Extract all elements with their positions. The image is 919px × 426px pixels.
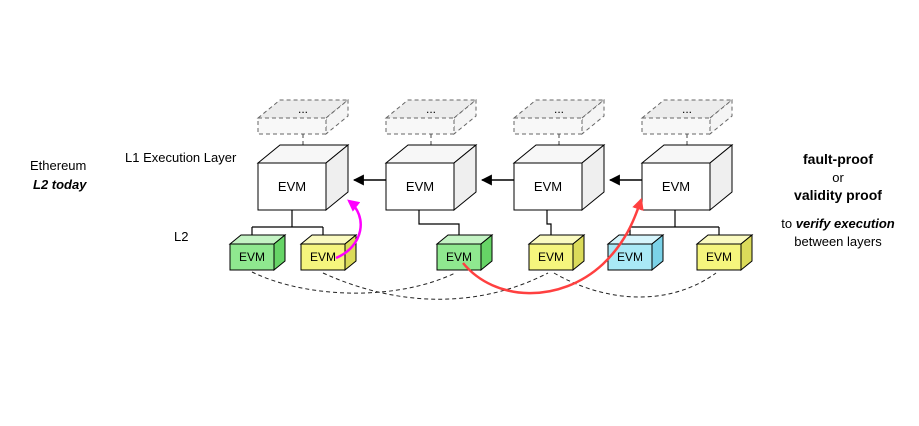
l1-block-4: EVM bbox=[640, 143, 734, 212]
future-block-1: ... bbox=[256, 98, 350, 154]
fault-proof-arrow bbox=[462, 197, 644, 295]
l2-block-green-2: EVM bbox=[435, 233, 494, 272]
l1-l2-connector-3 bbox=[546, 210, 552, 236]
l2-evm-label: EVM bbox=[310, 250, 336, 264]
verify-execution-text: verify execution bbox=[796, 216, 895, 231]
l2-history-arc-green bbox=[251, 271, 456, 294]
l1-evm-label: EVM bbox=[534, 179, 562, 194]
l2-history-arc-yellow-2 bbox=[553, 272, 717, 298]
l1-block-2: EVM bbox=[384, 143, 478, 212]
l2-evm-label: EVM bbox=[706, 250, 732, 264]
l1-evm-label: EVM bbox=[662, 179, 690, 194]
l2-block-yellow-3: EVM bbox=[695, 233, 754, 272]
l1-l2-connector-2 bbox=[418, 210, 460, 236]
fault-proof-label: fault-proof bbox=[803, 151, 873, 167]
between-layers-label: between layers bbox=[794, 234, 882, 249]
to-text: to bbox=[781, 216, 795, 231]
l2-evm-label: EVM bbox=[446, 250, 472, 264]
l2-block-green-1: EVM bbox=[228, 233, 287, 272]
l2-block-yellow-2: EVM bbox=[527, 233, 586, 272]
l1-evm-label: EVM bbox=[406, 179, 434, 194]
l2-block-cyan-1: EVM bbox=[606, 233, 665, 272]
future-block-dots: ... bbox=[554, 102, 564, 116]
l1-block-1: EVM bbox=[256, 143, 350, 212]
ethereum-label: Ethereum bbox=[30, 158, 86, 173]
validity-proof-label: validity proof bbox=[794, 187, 882, 203]
validity-proof-arrow bbox=[335, 199, 362, 260]
future-block-dots: ... bbox=[298, 102, 308, 116]
future-block-dots: ... bbox=[682, 102, 692, 116]
l1-l2-connector-4 bbox=[629, 210, 720, 236]
l2-evm-label: EVM bbox=[239, 250, 265, 264]
future-block-4: ... bbox=[640, 98, 734, 154]
future-block-3: ... bbox=[512, 98, 606, 154]
l2-evm-label: EVM bbox=[538, 250, 564, 264]
l2-today-label: L2 today bbox=[33, 177, 87, 192]
verify-execution-line: to verify execution bbox=[781, 216, 895, 231]
l2-block-yellow-1: EVM bbox=[299, 233, 358, 272]
l1-evm-label: EVM bbox=[278, 179, 306, 194]
l1-block-3: EVM bbox=[512, 143, 606, 212]
l1-execution-layer-label: L1 Execution Layer bbox=[125, 150, 237, 165]
or-label: or bbox=[832, 170, 844, 185]
l2-history-arc-yellow-1 bbox=[322, 272, 549, 300]
future-block-dots: ... bbox=[426, 102, 436, 116]
future-block-2: ... bbox=[384, 98, 478, 154]
l2-evm-label: EVM bbox=[617, 250, 643, 264]
l2-label: L2 bbox=[174, 229, 188, 244]
l1-l2-connector-1 bbox=[251, 210, 324, 236]
